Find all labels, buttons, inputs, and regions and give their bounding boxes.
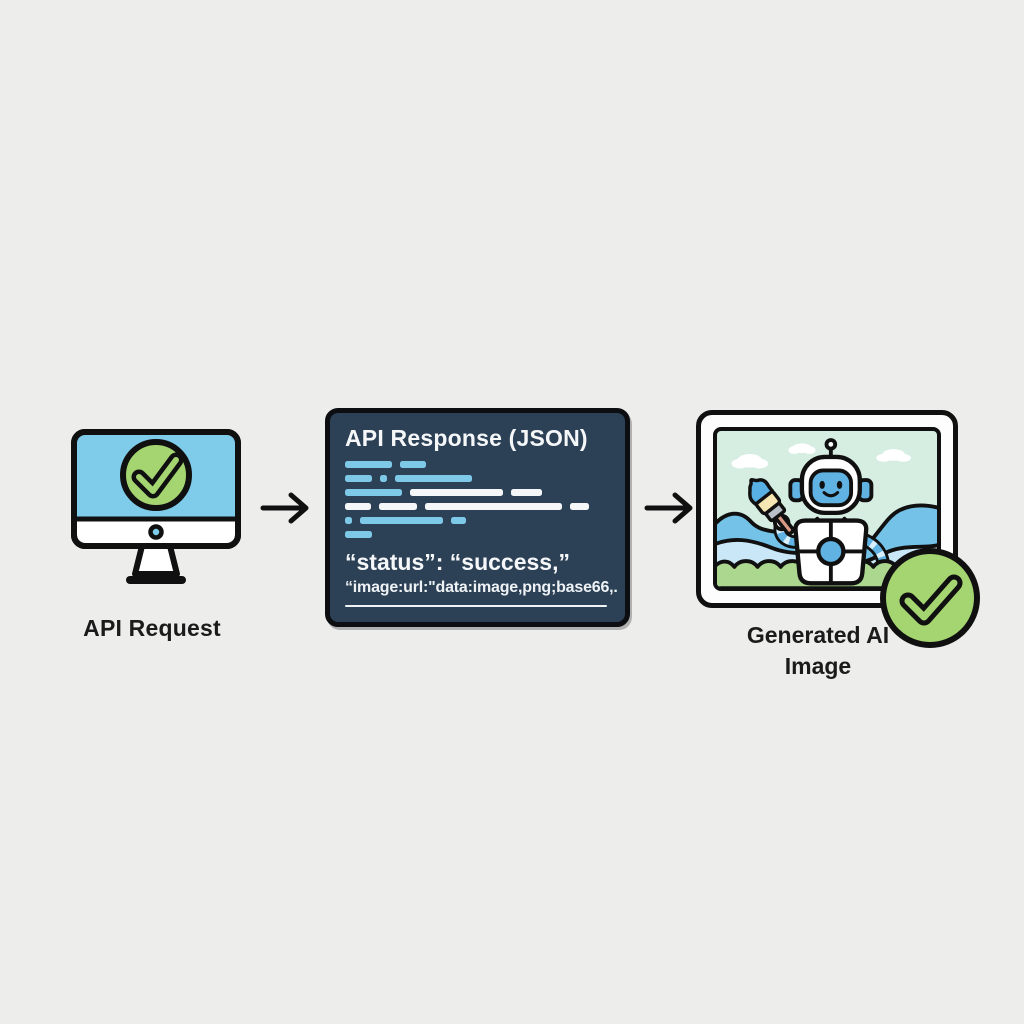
- robot-chest-circle: [816, 536, 846, 567]
- generated-image: [713, 427, 941, 591]
- code-bar-row: [345, 517, 610, 524]
- code-bar: [345, 531, 372, 538]
- api-request-label: API Request: [83, 615, 221, 641]
- robot-smile: [822, 491, 840, 498]
- image-url-line: “image:url:"data:image,png;base66,.: [345, 579, 618, 596]
- code-bar-row: [345, 503, 610, 510]
- code-bar-row: [345, 461, 610, 468]
- code-bar: [345, 461, 392, 468]
- status-line: “status”: “success,”: [345, 549, 570, 575]
- flow-arrow-icon: [644, 489, 696, 527]
- code-bar: [410, 489, 503, 496]
- code-bar: [425, 503, 562, 510]
- robot-eye: [819, 480, 825, 489]
- robot-eye: [836, 480, 843, 489]
- panel-divider: [345, 605, 608, 607]
- success-check-icon: [877, 545, 983, 651]
- monitor-base: [126, 576, 186, 584]
- flow-arrow-icon: [260, 489, 312, 527]
- generated-image-label-line2: Image: [784, 653, 852, 679]
- monitor-icon: [71, 429, 241, 584]
- code-bar: [345, 489, 402, 496]
- arrow-right-icon: [260, 492, 309, 524]
- panel-title: API Response (JSON): [345, 425, 588, 451]
- code-bar: [400, 461, 426, 468]
- code-bar: [395, 475, 472, 482]
- check-badge-icon: [880, 548, 980, 648]
- arrow-right-icon: [644, 492, 693, 524]
- code-bar: [570, 503, 589, 510]
- monitor-button: [148, 524, 164, 540]
- code-bar: [380, 475, 387, 482]
- generated-image-label-line1: Generated AI: [746, 622, 890, 648]
- robot-antenna: [824, 438, 838, 451]
- code-bar: [345, 503, 371, 510]
- code-bars: [345, 461, 610, 538]
- generated-image-frame: [696, 410, 958, 608]
- api-request-monitor-icon: [70, 428, 242, 594]
- code-bar: [451, 517, 466, 524]
- code-bar-row: [345, 475, 610, 482]
- code-bar: [345, 517, 352, 524]
- monitor-stand: [132, 543, 180, 577]
- code-bar: [379, 503, 417, 510]
- robot-face: [808, 468, 854, 508]
- robot-icon: [788, 438, 874, 586]
- generated-image-label: Generated AI Image: [698, 620, 938, 682]
- paintbrush-icon: [748, 478, 795, 536]
- code-bar: [360, 517, 443, 524]
- code-bar: [511, 489, 542, 496]
- api-response-panel: API Response (JSON) “status”: “success,”…: [325, 408, 630, 627]
- code-bar-row: [345, 531, 610, 538]
- request-check-icon: [120, 439, 192, 511]
- cloud-icon: [731, 443, 911, 469]
- robot-illustration: [717, 435, 937, 587]
- code-bar-row: [345, 489, 610, 496]
- code-bar: [345, 475, 372, 482]
